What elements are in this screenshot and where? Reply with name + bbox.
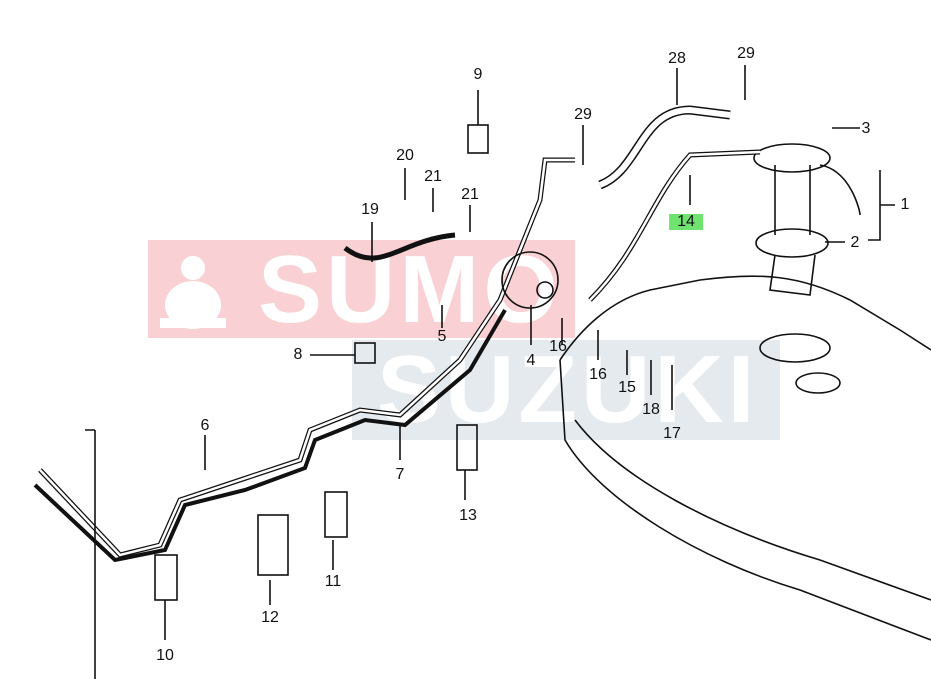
callout-17: 17 xyxy=(663,425,681,442)
pipe-6-inner xyxy=(39,158,575,557)
callout-8: 8 xyxy=(293,346,303,363)
callout-16b: 16 xyxy=(589,366,607,383)
callout-5: 5 xyxy=(437,328,447,345)
watermark-text-suzuki: SUZUKI xyxy=(377,336,759,443)
pipe-7 xyxy=(33,308,507,563)
callout-21b: 21 xyxy=(461,186,479,203)
sumo-figure-icon xyxy=(160,256,226,329)
pump-wire xyxy=(819,164,861,216)
tank-cap xyxy=(795,372,841,394)
callout-10: 10 xyxy=(156,647,174,664)
watermark-text-sumo: SUMO xyxy=(258,236,562,343)
pump-body xyxy=(769,165,816,296)
callout-19: 19 xyxy=(361,201,379,218)
clamp-11 xyxy=(324,491,348,538)
pipe-6 xyxy=(38,157,575,558)
callout-29a: 29 xyxy=(574,106,592,123)
hose-28-inner xyxy=(598,106,731,188)
callout-20: 20 xyxy=(396,147,414,164)
pipe-14-inner xyxy=(589,150,761,301)
callout-15: 15 xyxy=(618,379,636,396)
callout-1: 1 xyxy=(900,196,910,213)
clamp-8 xyxy=(354,342,376,364)
callout-4: 4 xyxy=(526,352,536,369)
fuel-tank xyxy=(559,275,931,641)
callout-3: 3 xyxy=(861,120,871,137)
clamp-13 xyxy=(456,424,478,471)
callout-18: 18 xyxy=(642,401,660,418)
callout-2: 2 xyxy=(850,234,860,251)
callout-29b: 29 xyxy=(737,45,755,62)
hose-19 xyxy=(343,232,456,261)
clamp-9 xyxy=(467,124,489,154)
callout-6: 6 xyxy=(200,417,210,434)
fuel-filter xyxy=(501,251,559,309)
callout-9: 9 xyxy=(473,66,483,83)
callout-28: 28 xyxy=(668,50,686,67)
callout-16a: 16 xyxy=(549,338,567,355)
callout-12: 12 xyxy=(261,609,279,626)
clamp-10 xyxy=(154,554,178,601)
callout-7: 7 xyxy=(395,466,405,483)
pump-base xyxy=(755,228,829,258)
tank-ring xyxy=(759,333,831,363)
clamp-12 xyxy=(257,514,289,576)
pump-flange xyxy=(753,143,831,173)
callout-11: 11 xyxy=(324,573,342,590)
callout-13: 13 xyxy=(459,507,477,524)
callout-14-highlighted: 14 xyxy=(669,214,703,230)
suzuki-watermark: SUZUKI xyxy=(352,340,780,440)
callout-21a: 21 xyxy=(424,168,442,185)
